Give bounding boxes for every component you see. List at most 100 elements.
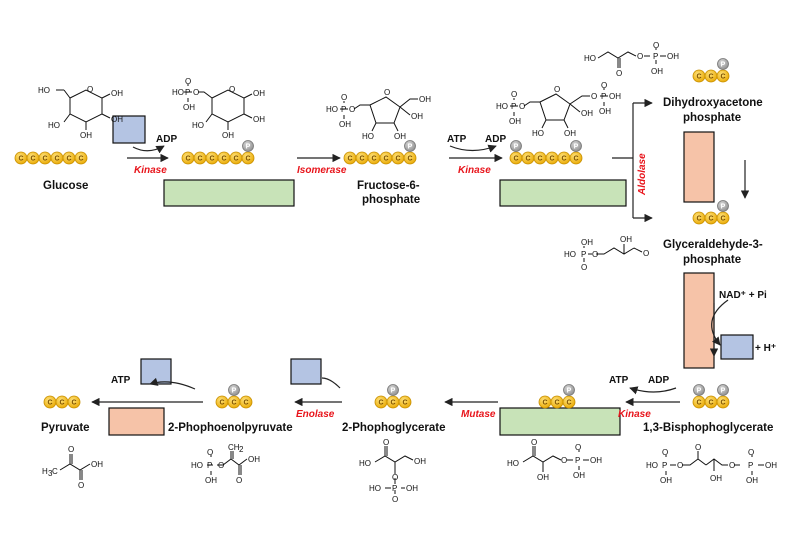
carbon-bead-label: C [347, 156, 352, 163]
carbon-bead-label: C [566, 400, 571, 407]
carbon-bead [239, 395, 253, 409]
svg-text:O: O [581, 263, 587, 272]
carbon-bead-label: C [47, 400, 52, 407]
svg-text:HO: HO [48, 121, 60, 130]
reaction-arrows [91, 98, 750, 407]
label-2pg: 2-Phophoglycerate [342, 422, 446, 434]
carbon-bead-label: C [696, 216, 701, 223]
svg-text:P: P [601, 92, 606, 101]
enzyme-kinase-2: Kinase [458, 165, 491, 176]
carbon-bead-label: C [209, 156, 214, 163]
svg-text:OH: OH [248, 455, 260, 464]
carbon-bead-label: C [359, 156, 364, 163]
cofactor-adp-2: ADP [485, 134, 506, 145]
svg-text:HO: HO [369, 484, 381, 493]
carbon-bead-label: C [243, 400, 248, 407]
blue-box-pk [140, 358, 172, 385]
svg-text:HO: HO [192, 121, 204, 130]
label-f6p-1: Fructose-6- [357, 180, 420, 192]
structure-bpg: O P HO OH O O OH O O P OH OH [646, 443, 777, 485]
svg-text:CH: CH [228, 443, 240, 452]
svg-text:OH: OH [111, 89, 123, 98]
carbon-bead-label: C [554, 400, 559, 407]
carbon-bead-label: C [371, 156, 376, 163]
svg-text:HO: HO [359, 459, 371, 468]
svg-text:O: O [519, 102, 525, 111]
svg-text:HO: HO [326, 105, 338, 114]
cofactor-atp-3: ATP [609, 375, 629, 386]
phosphate-bead-label: P [232, 388, 237, 395]
svg-text:O: O [575, 443, 581, 452]
carbon-bead-label: C [696, 400, 701, 407]
svg-text:O: O [591, 92, 597, 101]
svg-text:C: C [52, 467, 58, 476]
blue-box-nad [720, 334, 754, 360]
carbon-bead-label: C [71, 400, 76, 407]
carbon-bead [716, 395, 730, 409]
svg-text:OH: OH [406, 484, 418, 493]
svg-text:OH: OH [609, 92, 621, 101]
phosphate-bead [570, 140, 582, 152]
carbon-bead-label: C [549, 156, 554, 163]
svg-text:O: O [554, 85, 560, 94]
svg-text:HO: HO [496, 102, 508, 111]
svg-text:OH: OH [599, 107, 611, 116]
enzyme-isomerase: Isomerase [297, 165, 347, 176]
structure-2pg: HO O OH O P HO OH O [359, 438, 426, 504]
phosphate-bead [404, 140, 416, 152]
carbon-bead-label: C [537, 156, 542, 163]
svg-text:HO: HO [646, 461, 658, 470]
svg-text:O: O [695, 443, 701, 452]
svg-text:P: P [392, 484, 397, 493]
structure-fructose-6-phosphate: O P HO OH O O OH OH OH HO [326, 88, 431, 141]
structure-glucose-6-phosphate: O P HO OH O O OH OH OH HO [172, 77, 265, 140]
cofactor-adp-3: ADP [648, 375, 669, 386]
carbon-bead-label: C [708, 216, 713, 223]
svg-text:OH: OH [183, 103, 195, 112]
carbon-bead-label: C [221, 156, 226, 163]
carbon-bead-label: C [720, 216, 725, 223]
arrow-atp-4 [149, 377, 196, 390]
svg-text:3: 3 [48, 469, 53, 478]
svg-text:HO: HO [191, 461, 203, 470]
svg-text:OH: OH [590, 456, 602, 465]
phosphate-bead [693, 384, 705, 396]
carbon-bead-label: C [402, 400, 407, 407]
svg-text:OH: OH [111, 115, 123, 124]
structure-3pg: HO O OH O O P OH OH [507, 438, 602, 482]
carbon-bead-label: C [197, 156, 202, 163]
arrow-enolase-loop [321, 377, 341, 389]
carbon-bead-label: C [78, 156, 83, 163]
svg-text:O: O [341, 93, 347, 102]
svg-text:O: O [193, 88, 199, 97]
svg-text:OH: OH [573, 471, 585, 480]
arrow-adp-1 [132, 145, 165, 154]
enzyme-aldolase: Aldolase [637, 153, 648, 196]
phosphate-bead-label: P [697, 388, 702, 395]
svg-text:OH: OH [205, 476, 217, 485]
carbon-bead [716, 211, 730, 225]
cofactor-adp-1: ADP [156, 134, 177, 145]
svg-text:OH: OH [667, 52, 679, 61]
carbon-bead-label: C [525, 156, 530, 163]
svg-text:OH: OH [581, 109, 593, 118]
svg-text:O: O [531, 438, 537, 447]
svg-text:HO: HO [532, 129, 544, 138]
carbon-bead-label: C [378, 400, 383, 407]
svg-text:2: 2 [239, 445, 244, 454]
carbon-bead-label: C [407, 156, 412, 163]
svg-text:O: O [78, 481, 84, 490]
cofactor-atp-2: ATP [447, 134, 467, 145]
svg-text:OH: OH [765, 461, 777, 470]
carbon-bead-label: C [390, 400, 395, 407]
phosphate-bead-label: P [408, 144, 413, 151]
svg-text:OH: OH [91, 460, 103, 469]
